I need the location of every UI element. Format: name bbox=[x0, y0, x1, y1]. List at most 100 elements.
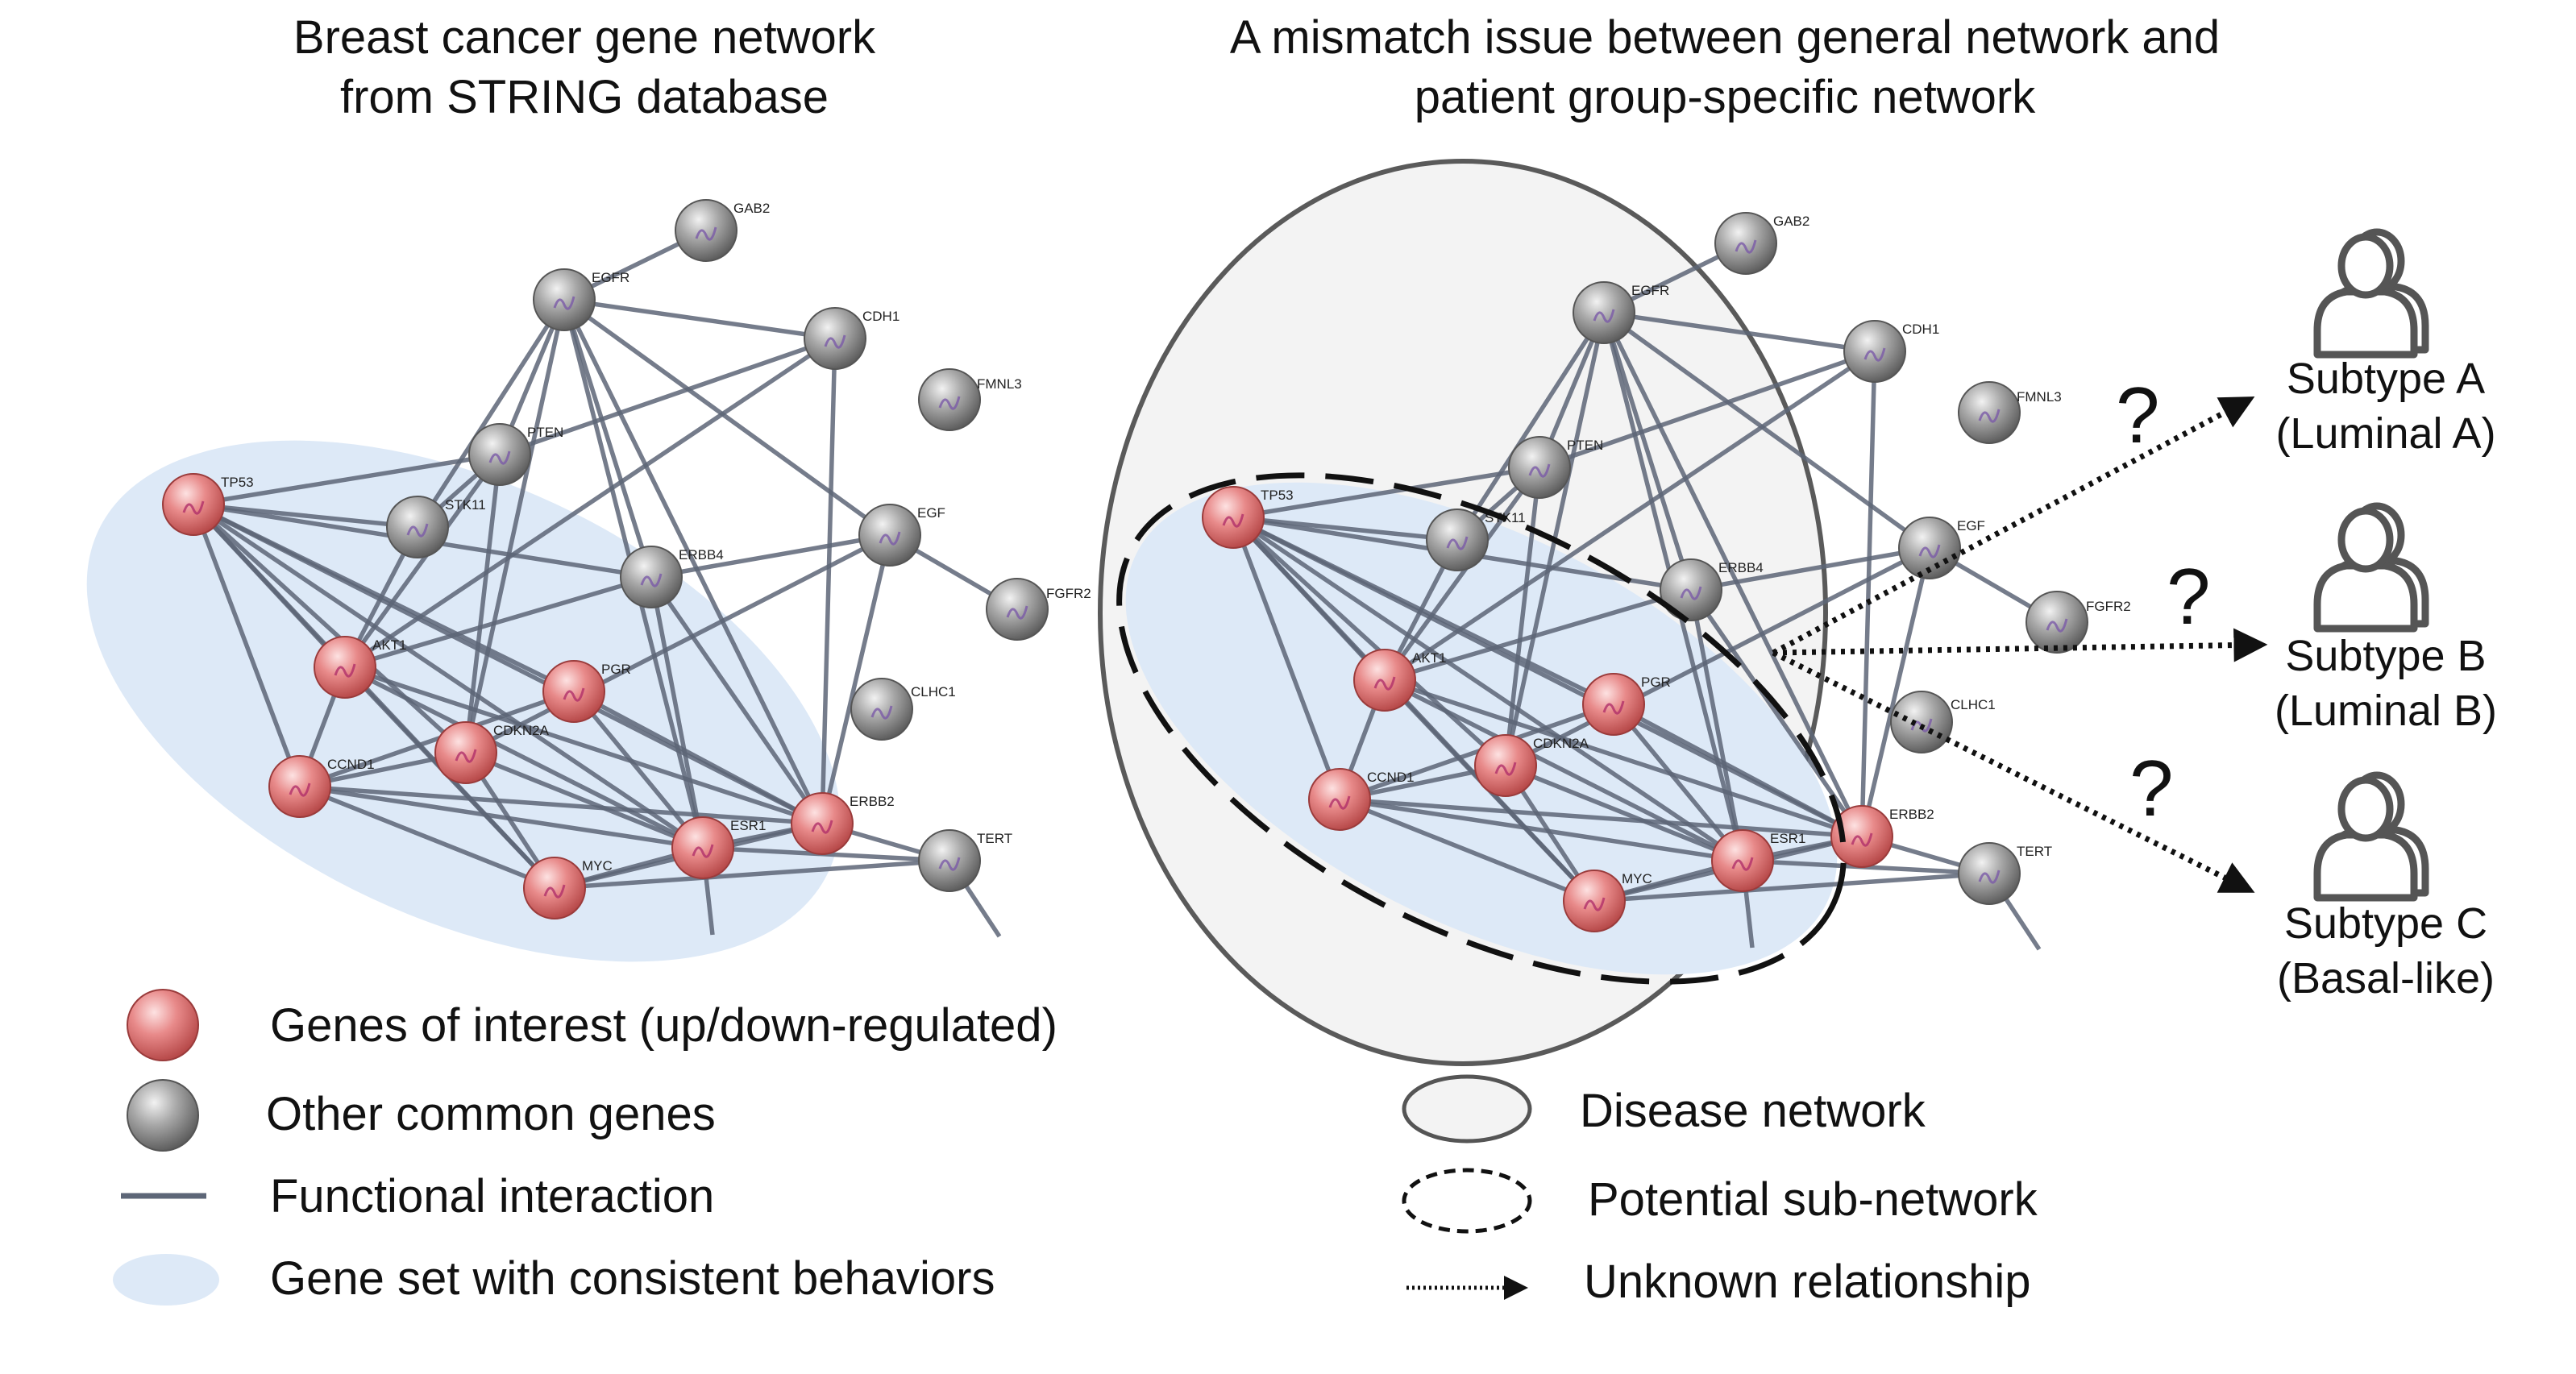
right-gene-label-gab2: GAB2 bbox=[1773, 214, 1809, 229]
right-node-structure-tp53 bbox=[1222, 513, 1244, 528]
left-edge-egf-erbb2 bbox=[820, 533, 892, 826]
left-node-pgr bbox=[542, 660, 605, 723]
subtype-b: Subtype B (Luminal B) bbox=[2249, 629, 2523, 738]
right-node-gab2 bbox=[1714, 212, 1777, 275]
right-node-akt1 bbox=[1353, 649, 1416, 712]
left-node-structure-tert bbox=[938, 857, 961, 871]
left-node-esr1 bbox=[671, 816, 734, 879]
left-edge-egfr-stk11 bbox=[415, 297, 567, 529]
left-gene-label-cdh1: CDH1 bbox=[862, 309, 900, 324]
right-node-structure-fgfr2 bbox=[2046, 618, 2068, 633]
left-edge-pgr-esr1 bbox=[571, 689, 705, 850]
right-edge-pgr-esr1 bbox=[1611, 702, 1745, 863]
left-node-structure-cdkn2a bbox=[455, 749, 477, 763]
right-node-structure-myc bbox=[1583, 897, 1606, 911]
left-edge-egfr-cdkn2a bbox=[463, 297, 567, 755]
right-gene-label-erbb4: ERBB4 bbox=[1718, 560, 1764, 575]
left-node-structure-cdh1 bbox=[824, 334, 846, 349]
left-node-structure-erbb4 bbox=[640, 573, 663, 587]
person-icon-subtype-a-body-1 bbox=[2313, 288, 2418, 359]
left-node-structure-akt1 bbox=[334, 663, 356, 678]
left-network-graph: GAB2EGFRCDH1FMNL3PTENTP53STK11EGFERBB4FG… bbox=[162, 199, 1091, 938]
left-gene-label-pgr: PGR bbox=[601, 662, 631, 677]
right-node-structure-stk11 bbox=[1446, 536, 1469, 550]
left-node-tert bbox=[918, 829, 981, 892]
right-gene-label-pten: PTEN bbox=[1567, 438, 1603, 453]
left-gene-label-ccnd1: CCND1 bbox=[327, 757, 375, 772]
left-edge-tp53-esr1 bbox=[191, 502, 705, 850]
legend-genes-of-interest-label: Genes of interest (up/down-regulated) bbox=[270, 999, 1057, 1052]
right-title: A mismatch issue between general network… bbox=[1169, 8, 2281, 127]
left-node-structure-pgr bbox=[563, 687, 585, 702]
right-gene-label-fmnl3: FMNL3 bbox=[2017, 389, 2062, 405]
right-edge-egf-erbb4 bbox=[1689, 546, 1932, 592]
right-node-structure-erbb4 bbox=[1680, 586, 1702, 600]
right-edge-egf-cdkn2a bbox=[1503, 546, 1932, 768]
right-network-panel: GAB2EGFRCDH1FMNL3PTENTP53STK11EGFERBB4FG… bbox=[1098, 159, 2268, 1066]
left-edge-pgr-ccnd1 bbox=[297, 689, 576, 789]
left-gene-label-egf: EGF bbox=[917, 505, 945, 521]
right-node-structure-egfr bbox=[1593, 309, 1615, 323]
person-icon-subtype-a-head-1 bbox=[2337, 233, 2394, 299]
legend-sub-network-icon bbox=[1402, 1168, 1532, 1234]
legend-gene-set-label: Gene set with consistent behaviors bbox=[270, 1252, 995, 1305]
left-gene-label-akt1: AKT1 bbox=[372, 637, 407, 653]
left-gene-label-myc: MYC bbox=[582, 858, 613, 874]
left-node-erbb4 bbox=[620, 546, 683, 608]
left-edge-cdkn2a-esr1 bbox=[463, 750, 705, 850]
left-edge-cdh1-akt1 bbox=[343, 336, 837, 670]
left-title-line1: Breast cancer gene network bbox=[293, 11, 876, 64]
right-gene-label-egf: EGF bbox=[1957, 518, 1985, 533]
right-edge-egfr-egf bbox=[1602, 310, 1932, 550]
left-gene-label-gab2: GAB2 bbox=[733, 201, 770, 216]
right-edge-pgr-ccnd1 bbox=[1337, 702, 1616, 802]
right-edge-pten-tp53 bbox=[1231, 465, 1542, 520]
left-edge-egfr-cdh1 bbox=[562, 297, 837, 341]
left-edge-ccnd1-esr1 bbox=[297, 784, 705, 850]
legend-gene-set-icon bbox=[113, 1254, 219, 1306]
left-edge-tp53-ccnd1 bbox=[191, 502, 302, 789]
right-gene-label-myc: MYC bbox=[1622, 871, 1652, 886]
right-title-line1: A mismatch issue between general network… bbox=[1229, 11, 2221, 64]
subtype-a: Subtype A (Luminal A) bbox=[2249, 351, 2523, 461]
right-gene-label-tert: TERT bbox=[2017, 844, 2052, 859]
left-gene-label-egfr: EGFR bbox=[592, 270, 629, 285]
subtype-b-detail: (Luminal B) bbox=[2274, 687, 2498, 735]
right-node-structure-cdh1 bbox=[1863, 347, 1886, 362]
right-edge-egfr-erbb2 bbox=[1602, 310, 1864, 839]
left-edge-egfr-erbb2 bbox=[562, 297, 825, 826]
left-edge-myc-tert bbox=[552, 858, 952, 890]
right-gene-label-cdh1: CDH1 bbox=[1902, 322, 1939, 337]
left-node-egf bbox=[858, 504, 921, 567]
left-edge-cdh1-pten bbox=[497, 336, 837, 457]
right-gene-label-fgfr2: FGFR2 bbox=[2086, 599, 2131, 614]
legend-other-genes-label: Other common genes bbox=[266, 1088, 716, 1140]
left-gene-label-stk11: STK11 bbox=[445, 497, 486, 513]
right-node-structure-pgr bbox=[1602, 700, 1625, 715]
left-node-tp53 bbox=[162, 473, 225, 536]
legend-other-genes-icon bbox=[127, 1079, 199, 1152]
gene-set-region bbox=[86, 440, 841, 962]
left-edge-akt1-erbb2 bbox=[343, 665, 825, 826]
subtype-c-detail: (Basal-like) bbox=[2276, 954, 2495, 1002]
left-title-line2: from STRING database bbox=[340, 71, 829, 123]
right-node-pgr bbox=[1582, 673, 1645, 736]
right-node-erbb4 bbox=[1660, 558, 1722, 621]
left-node-fgfr2 bbox=[986, 578, 1049, 641]
left-gene-label-esr1: ESR1 bbox=[730, 818, 766, 833]
right-edge-erbb4-akt1 bbox=[1382, 587, 1693, 683]
right-node-structure-cdkn2a bbox=[1494, 762, 1517, 776]
person-icon-subtype-a bbox=[2313, 228, 2429, 359]
left-node-fmnl3 bbox=[918, 368, 981, 431]
left-node-structure-myc bbox=[543, 884, 566, 899]
person-icon-subtype-b-head-1 bbox=[2337, 507, 2394, 573]
left-gene-label-tp53: TP53 bbox=[221, 475, 254, 490]
right-edge-ccnd1-erbb2 bbox=[1337, 797, 1864, 839]
right-gene-label-erbb2: ERBB2 bbox=[1889, 807, 1934, 822]
right-edge-cdh1-pten bbox=[1537, 349, 1877, 470]
right-edge-akt1-erbb2 bbox=[1382, 678, 1864, 839]
right-edge-ccnd1-myc bbox=[1337, 797, 1597, 903]
right-gene-label-esr1: ESR1 bbox=[1770, 831, 1805, 846]
